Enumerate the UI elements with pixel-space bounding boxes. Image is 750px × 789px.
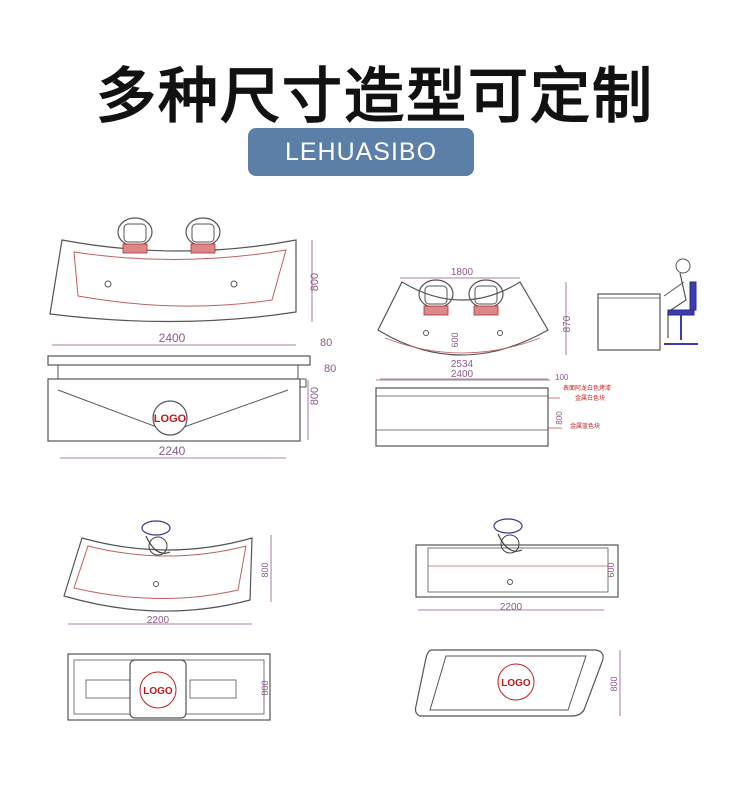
desk-2-front-view: 100 表面阿龙白色烤漆 金属白色块 金属蓝色块 800 (375, 373, 611, 447)
desk-4-top-view: 2200 600 (415, 518, 619, 613)
dim-label: 2200 (147, 615, 170, 626)
page-title: 多种尺寸造型可定制 (96, 62, 654, 132)
brand-badge: LEHUASIBO (248, 128, 474, 176)
dim-label: 80 (320, 337, 332, 349)
dim-label: 600 (450, 332, 460, 347)
desk-4-front-view: LOGO 800 (414, 649, 621, 717)
dim-label: 2400 (159, 331, 186, 345)
dim-label: 800 (309, 387, 321, 405)
dim-label: 800 (609, 676, 619, 691)
dim-label: 2400 (451, 369, 474, 380)
dim-label: 2200 (500, 602, 523, 613)
dim-label: 800 (555, 411, 564, 425)
dim-label: 800 (260, 680, 270, 695)
desk-1-top-view: 2400 800 (49, 217, 321, 346)
logo-text: LOGO (143, 686, 173, 697)
dim-label: 1800 (451, 267, 474, 278)
dim-label: 600 (606, 562, 616, 577)
logo-text: LOGO (154, 413, 187, 425)
desk-2-side-view (597, 258, 698, 351)
dim-label: 2240 (159, 444, 186, 458)
desk-2-top-view: 1800 600 2534 2400 870 (377, 267, 573, 380)
dim-label: 870 (562, 315, 573, 332)
note-text: 金属蓝色块 (570, 422, 600, 430)
note-text: 金属白色块 (575, 394, 605, 402)
desk-1-front-view: LOGO 2240 80 80 800 (47, 337, 336, 459)
desk-3-front-view: LOGO 800 (67, 653, 271, 721)
dim-label: 80 (324, 363, 336, 375)
dim-label: 2534 (451, 359, 474, 370)
dim-label: 800 (309, 273, 321, 291)
logo-text: LOGO (501, 678, 531, 689)
note-text: 表面阿龙白色烤漆 (563, 384, 611, 392)
dim-label: 800 (260, 562, 270, 577)
desk-3-top-view: 2200 800 (63, 520, 272, 626)
dim-label: 100 (555, 373, 569, 382)
